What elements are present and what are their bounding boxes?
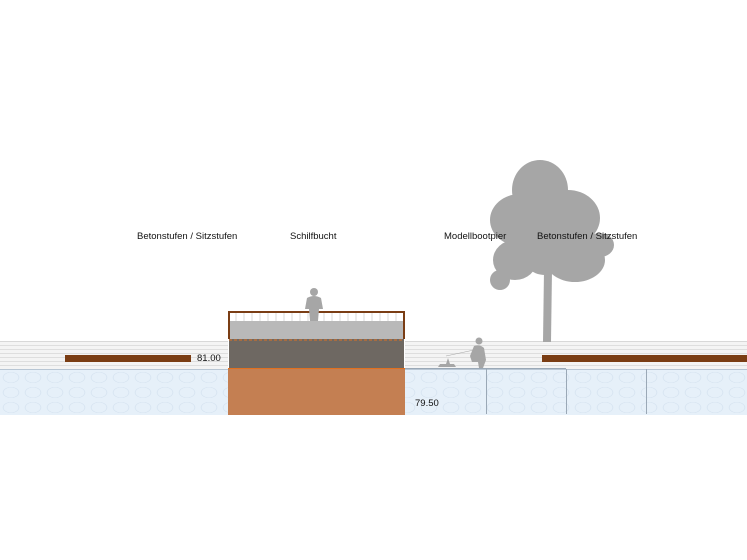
label-steps-right: Betonstufen / Sitzstufen [537,231,638,242]
person-silhouette [305,288,323,321]
reed-bay [228,311,405,368]
angler-with-model-boat [438,337,486,368]
pier-post [566,369,567,414]
wood-bench-left [65,355,191,362]
label-model-boat-pier: Modellbootpier [444,231,507,242]
elevation-lower: 79.50 [415,398,439,409]
elevation-upper: 81.00 [197,353,221,364]
tree-silhouette [490,160,614,342]
label-reed-bay: Schilfbucht [290,231,337,242]
pier-post [646,369,647,414]
wood-bench-right [542,355,747,362]
pier-deck [405,368,566,369]
pier-post [486,369,487,414]
label-steps-left: Betonstufen / Sitzstufen [137,231,238,242]
reed-bay-base [228,368,405,415]
